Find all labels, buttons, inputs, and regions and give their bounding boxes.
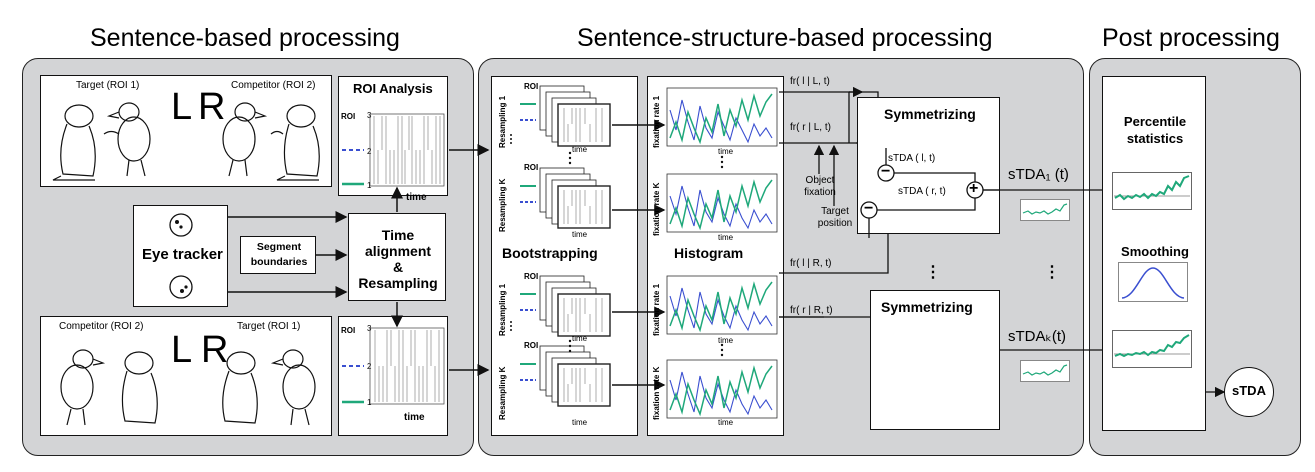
ellipsis-vertical: ⋮ [925,264,941,281]
roi-axis-label: ROI [341,112,356,121]
bootstrapping-title: Bootstrapping [502,245,598,261]
duck-dog-drawing [60,349,158,426]
letter-r: R [198,86,226,128]
target-label: Target (ROI 1) [76,80,140,91]
time-alignment-box: Time alignment & Resampling [348,213,446,301]
roi-time-label: time [404,412,425,423]
bottom-stimulus-image: Competitor (ROI 2) Target (ROI 1) L R [40,316,332,436]
symmetrizing-title: Symmetrizing [884,106,976,122]
eye-tracker-box: Eye tracker [133,205,228,307]
time-alignment-line4: Resampling [358,275,438,291]
roi-tick-3: 3 [367,111,372,120]
fr-r-given-L: fr( r | L, t) [790,122,831,133]
time-alignment-line2: alignment [364,243,432,259]
top-stimulus-image: Target (ROI 1) Competitor (ROI 2) L R [40,75,332,187]
roi-label: ROI [524,341,539,350]
roi-tick-1: 1 [367,181,372,190]
dog-duck-drawing [52,102,151,181]
symmetrizing-box-1: Symmetrizing sTDA ( l, t) sTDA ( r, t) [857,97,1000,234]
percentile-statistics-title: Percentile statistics [1123,114,1187,146]
eye-icon [169,275,193,299]
stda-r-label: sTDA ( r, t) [898,186,946,197]
time-label: time [572,334,588,343]
fr-r-given-R: fr( r | R, t) [790,305,833,316]
competitor-label: Competitor (ROI 2) [59,321,144,332]
time-alignment-line1: Time [381,227,415,243]
roi-label: ROI [524,272,539,281]
stda-k-output: sTDAₖ(t) [1008,328,1067,345]
letter-r: R [201,329,229,371]
competitor-label: Competitor (ROI 2) [231,80,316,91]
fr-l-given-R: fr( l | R, t) [790,258,832,269]
time-label: time [718,233,734,242]
ellipsis-vertical: ⋮ [1044,264,1060,281]
roi-tick-1: 1 [367,398,372,407]
target-label: Target (ROI 1) [237,321,301,332]
time-label: time [718,418,734,427]
stda-result-node: sTDA [1224,367,1274,417]
roi-label: ROI [524,82,539,91]
minus-operator: − [864,200,874,217]
roi-time-label: time [406,192,427,203]
smoothing-title: Smoothing [1121,244,1189,259]
time-label: time [718,147,734,156]
stda-result-label: sTDA [1232,383,1266,398]
target-position-label: Target position [817,206,853,229]
time-label: time [572,145,588,154]
stda-1-output: sTDA₁ (t) [1008,166,1069,183]
roi-tick-3: 3 [367,324,372,333]
stda-l-label: sTDA ( l, t) [888,153,936,164]
roi-analysis-title: ROI Analysis [353,81,433,96]
percentile-plot [1112,172,1192,210]
eye-tracker-label: Eye tracker [142,246,223,263]
time-label: time [572,230,588,239]
roi-analysis-box-bottom [338,316,448,436]
stda-k-thumbnail [1020,360,1070,382]
symmetrizing-box-2: Symmetrizing [870,290,1000,430]
section-title-sentence-based: Sentence-based processing [90,24,400,52]
roi-trace-top [342,113,445,187]
roi-analysis-box: ROI Analysis [338,76,448,196]
letter-l: L [171,329,193,371]
section-title-sentence-structure: Sentence-structure-based processing [577,24,993,52]
roi-label: ROI [524,163,539,172]
post-processing-box: Percentile statistics Smoothing [1102,76,1206,431]
object-fixation-label: Object fixation [804,175,836,198]
eye-icon [169,213,193,237]
roi-axis-label: ROI [341,326,356,335]
roi-trace-bottom [342,327,445,405]
duck-dog-drawing [222,102,320,181]
segment-boundaries-box: Segment boundaries [240,236,316,274]
time-label: time [572,418,588,427]
stda-1-thumbnail [1020,199,1070,221]
section-title-post-processing: Post processing [1102,24,1280,52]
minus-operator: − [881,163,891,180]
letter-l: L [171,86,193,128]
fr-l-given-L: fr( l | L, t) [790,76,830,87]
plus-operator: + [969,180,979,197]
symmetrizing-title: Symmetrizing [881,299,973,315]
roi-tick-2: 2 [367,362,372,371]
smoothed-plot [1112,330,1192,368]
segment-boundaries-label: Segment boundaries [250,241,308,268]
dog-duck-drawing [222,349,316,426]
gaussian-kernel-plot [1118,262,1188,302]
roi-tick-2: 2 [367,147,372,156]
histogram-title: Histogram [674,245,744,261]
time-alignment-line3: & [392,259,404,275]
time-label: time [718,336,734,345]
